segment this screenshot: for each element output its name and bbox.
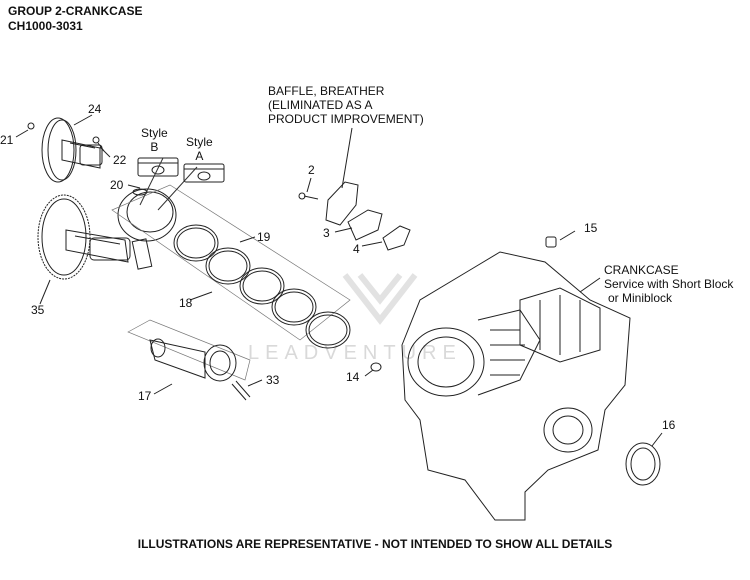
style-a-word: Style	[186, 135, 213, 149]
part-15-dowel	[545, 236, 557, 248]
baffle-label-line-2: (ELIMINATED AS A	[268, 98, 373, 112]
part-24-cam-gear	[41, 117, 103, 183]
crankcase-label-line-3: or Miniblock	[608, 291, 673, 305]
callout-17: 17	[138, 389, 152, 403]
diagram-title: GROUP 2-CRANKCASE	[8, 4, 143, 18]
callout-22: 22	[113, 153, 127, 167]
breather-baffle	[325, 181, 359, 226]
callout-14: 14	[346, 370, 360, 384]
callout-16: 16	[662, 418, 676, 432]
watermark-logo	[342, 273, 418, 325]
baffle-label-line-1: BAFFLE, BREATHER	[268, 84, 385, 98]
part-4-baffle	[382, 225, 411, 251]
part-14-pin	[370, 362, 382, 372]
part-3-baffle	[347, 209, 383, 241]
part-35-camshaft	[37, 194, 131, 280]
style-b-label: Style B	[141, 126, 168, 154]
callout-33: 33	[266, 373, 280, 387]
callout-18: 18	[179, 296, 193, 310]
crankcase-label: CRANKCASE Service with Short Block or Mi…	[604, 263, 733, 305]
part-17-connecting-rod	[127, 319, 251, 382]
baffle-breather-label: BAFFLE, BREATHER (ELIMINATED AS A PRODUC…	[268, 84, 424, 126]
leader-lines	[15, 114, 663, 447]
callout-19: 19	[257, 230, 271, 244]
crankcase-label-line-1: CRANKCASE	[604, 263, 679, 277]
callout-21: 21	[0, 133, 14, 147]
part-33-rod-bolt	[231, 380, 251, 401]
callout-4: 4	[353, 242, 360, 256]
baffle-label-line-3: PRODUCT IMPROVEMENT)	[268, 112, 424, 126]
piston-ring-frame	[111, 184, 351, 341]
model-number: CH1000-3031	[8, 19, 83, 33]
part-16-oil-seal	[625, 442, 661, 486]
part-21-screw	[27, 122, 35, 130]
part-18-piston-rings	[173, 224, 351, 349]
watermark: LEADVENTURE	[248, 342, 462, 364]
callout-20: 20	[110, 178, 124, 192]
callout-3: 3	[323, 226, 330, 240]
crankcase-body	[401, 251, 631, 521]
callout-15: 15	[584, 221, 598, 235]
style-b-letter: B	[150, 140, 159, 154]
footer-disclaimer: ILLUSTRATIONS ARE REPRESENTATIVE - NOT I…	[137, 537, 613, 551]
piston-style-a	[183, 163, 225, 183]
style-a-letter: A	[195, 149, 204, 163]
callout-24: 24	[88, 102, 102, 116]
style-b-word: Style	[141, 126, 168, 140]
piston-style-b	[137, 157, 179, 177]
crankcase-label-line-2: Service with Short Block	[604, 277, 734, 291]
callout-2: 2	[308, 163, 315, 177]
callout-35: 35	[31, 303, 45, 317]
part-20-piston	[117, 188, 177, 270]
style-a-label: Style A	[186, 135, 213, 163]
part-2-screw	[298, 192, 319, 200]
